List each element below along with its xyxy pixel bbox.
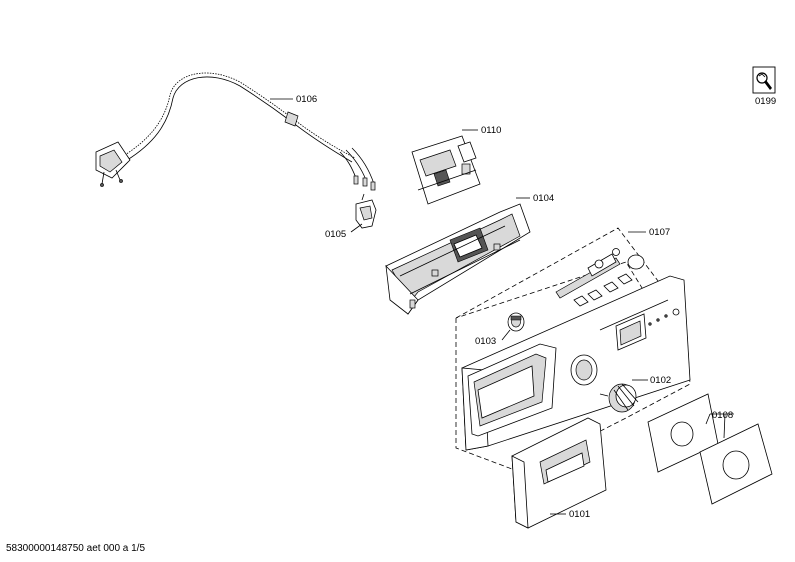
label-0101: 0101 [569, 509, 590, 520]
label-0102: 0102 [650, 375, 671, 386]
cable-clamp-part [355, 193, 377, 229]
rotary-knob-part [599, 383, 639, 413]
label-0108: 0108 [712, 410, 733, 421]
push-buttons-part [555, 248, 645, 307]
label-0199: 0199 [755, 96, 776, 107]
label-0104: 0104 [533, 193, 554, 204]
label-0107: 0107 [649, 227, 670, 238]
control-panel-fascia-part [461, 275, 691, 451]
label-0105: 0105 [325, 229, 346, 240]
label-0103: 0103 [475, 336, 496, 347]
control-housing-part [385, 203, 531, 315]
power-cord-part [95, 72, 376, 191]
drawing-reference-footer: 58300000148750 aet 000 a 1/5 [6, 543, 146, 554]
label-0110: 0110 [481, 125, 501, 136]
cover-plates-part [647, 393, 773, 505]
selector-shaft-part [507, 312, 525, 332]
service-wrench-icon [752, 66, 776, 94]
pcb-module-part [411, 135, 481, 205]
label-0106: 0106 [296, 94, 317, 105]
detergent-drawer-part [511, 417, 607, 529]
